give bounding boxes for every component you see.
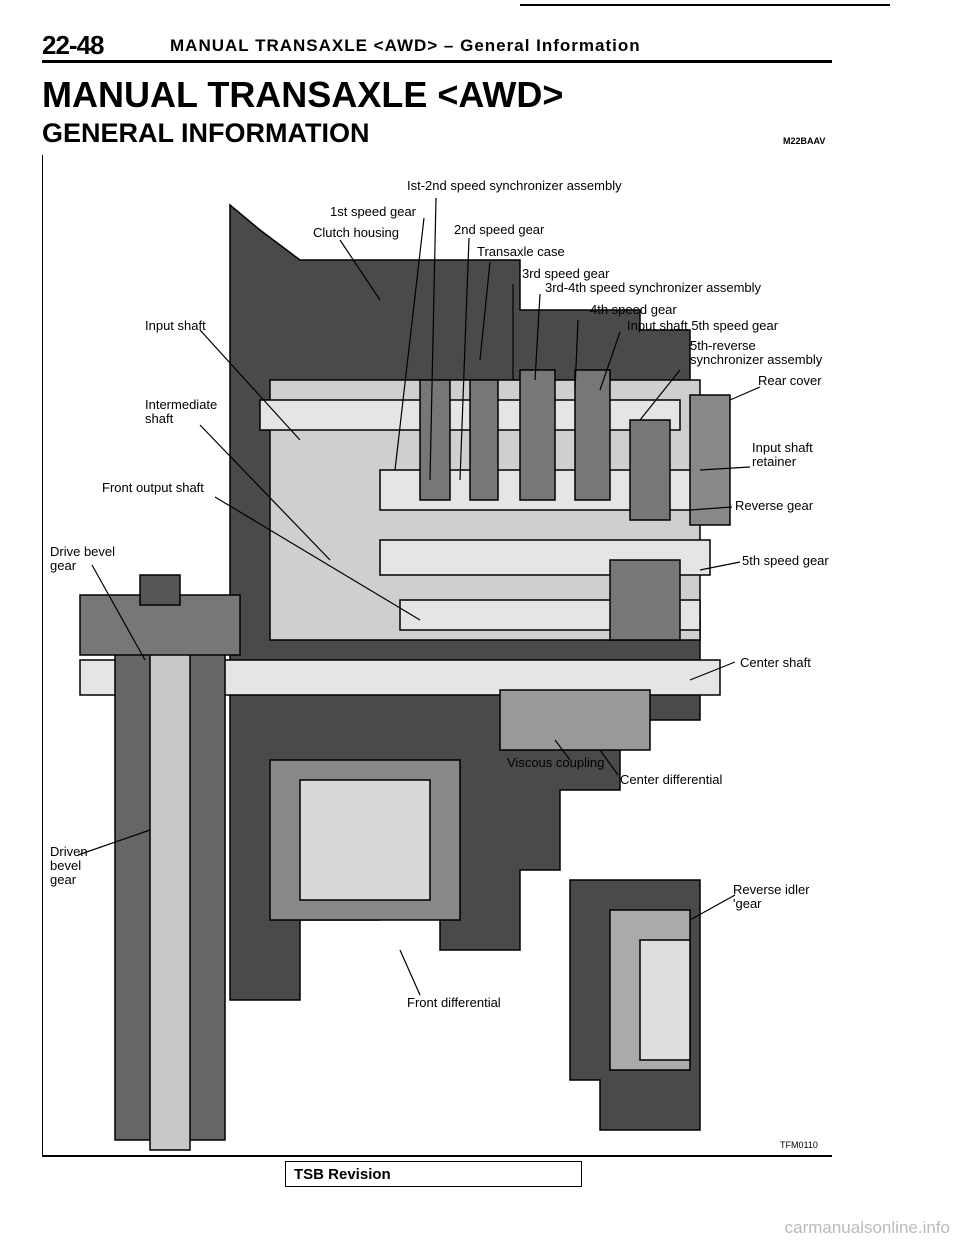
label-driven-bevel-gear: Driven bevel gear [50,844,88,887]
label-front-differential: Front differential [407,995,501,1010]
watermark: carmanualsonline.info [784,1218,950,1237]
section-code: M22BAAV [783,136,826,146]
label-center-shaft: Center shaft [740,655,811,670]
label-1st-2nd-synchronizer: Ist-2nd speed synchronizer assembly [407,178,622,193]
label-input-shaft: Input shaft [145,318,206,333]
label-2nd-speed-gear: 2nd speed gear [454,222,545,237]
running-head: MANUAL TRANSAXLE <AWD> – General Informa… [170,36,641,55]
page-number: 22-48 [42,30,104,60]
label-intermediate-shaft: Intermediate shaft [145,397,218,426]
label-3rd-4th-synchronizer: 3rd-4th speed synchronizer assembly [545,280,762,295]
header-rule [42,60,832,63]
tsb-revision-box: TSB Revision [285,1161,582,1187]
label-input-shaft-5th-gear: Input shaft 5th speed gear [627,318,779,333]
label-reverse-idler-gear: Reverse idler 'gear [733,882,810,911]
page-title: MANUAL TRANSAXLE <AWD> [42,74,564,115]
label-3rd-speed-gear: 3rd speed gear [522,266,610,281]
label-4th-speed-gear: 4th speed gear [590,302,677,317]
label-center-differential: Center differential [620,772,723,787]
label-front-output-shaft: Front output shaft [102,480,204,495]
frame-bottom-border [42,1155,832,1157]
label-5th-reverse-synchronizer: 5th-reverse synchronizer assembly [690,338,823,367]
figure-code: TFM0110 [780,1140,818,1150]
label-rear-cover: Rear cover [758,373,822,388]
label-5th-speed-gear: 5th speed gear [742,553,829,568]
header-rule-right [520,4,890,6]
label-transaxle-case: Transaxle case [477,244,565,259]
section-subtitle: GENERAL INFORMATION [42,118,370,148]
label-input-shaft-retainer: Input shaft retainer [752,440,813,469]
label-clutch-housing: Clutch housing [313,225,399,240]
label-1st-speed-gear: 1st speed gear [330,204,417,219]
label-viscous-coupling: Viscous coupling [507,755,605,770]
label-reverse-gear: Reverse gear [735,498,814,513]
label-drive-bevel-gear: Drive bevel gear [50,544,116,573]
frame-left-border [42,155,43,1155]
